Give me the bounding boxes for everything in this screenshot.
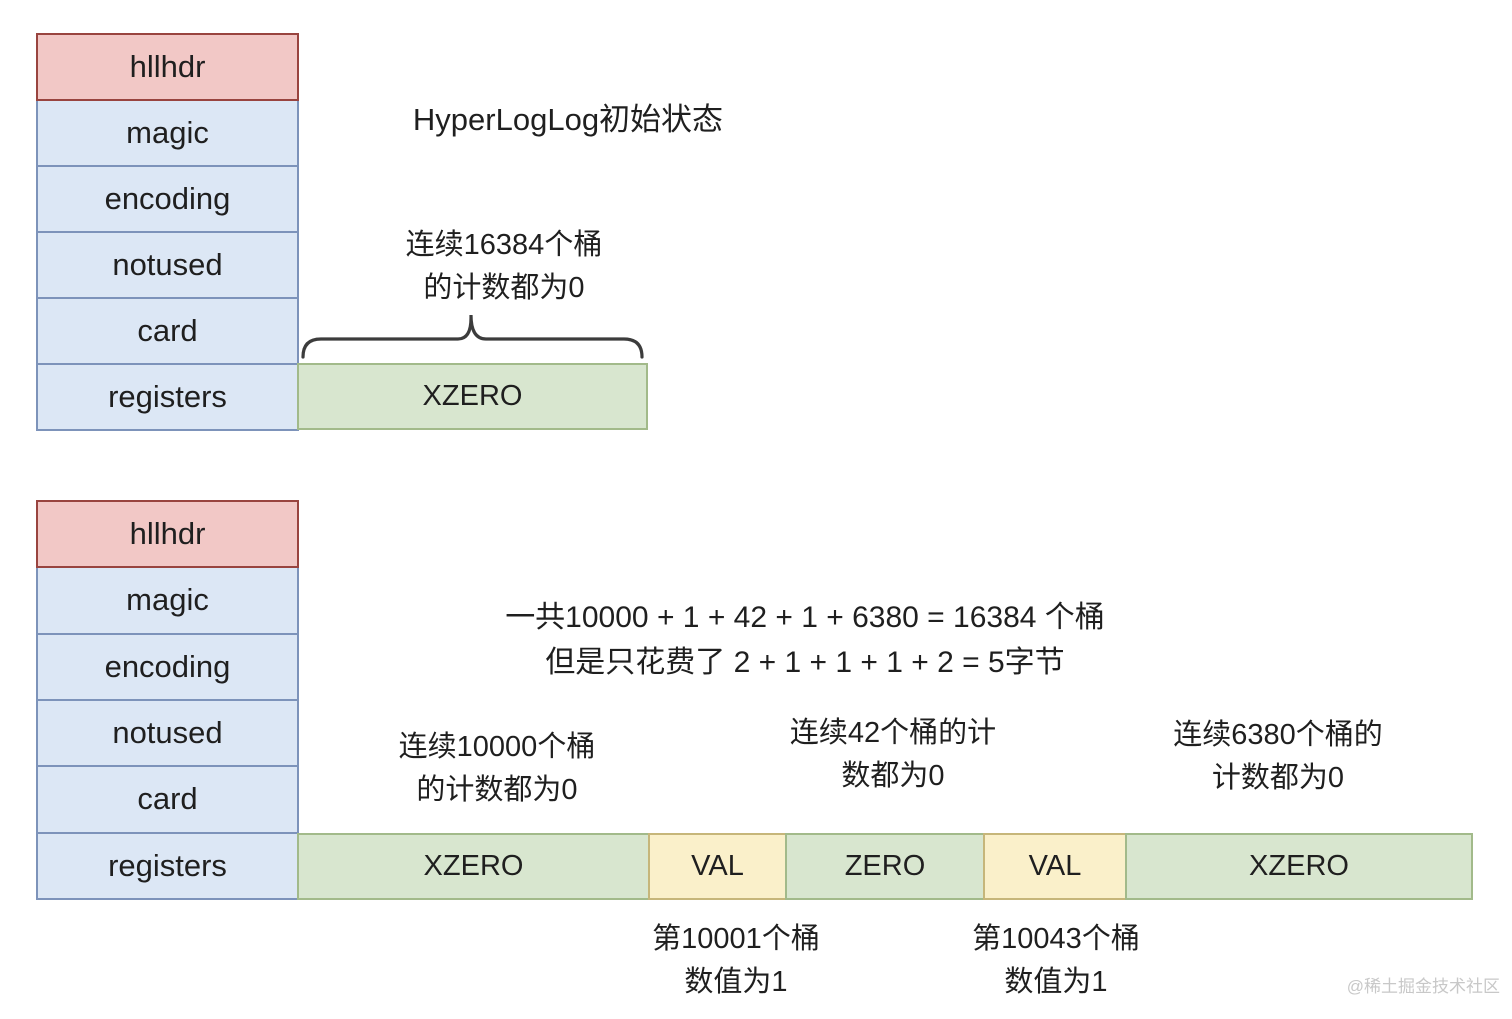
annotation-line: 连续6380个桶的 xyxy=(1173,719,1383,751)
row-label: card xyxy=(137,781,198,817)
cell-label: VAL xyxy=(691,850,744,882)
summary-line: 但是只花费了 2 + 1 + 1 + 1 + 2 = 5字节 xyxy=(545,646,1065,679)
bucket-label-line: 第10043个桶 xyxy=(972,923,1140,955)
row-label: hllhdr xyxy=(129,49,206,84)
annotation-line: 数都为0 xyxy=(841,760,945,792)
annotation-16384-buckets: 连续16384个桶 的计数都为0 xyxy=(354,224,654,310)
summary-line: 一共10000 + 1 + 42 + 1 + 6380 = 16384 个桶 xyxy=(505,601,1105,634)
registers-cell-xzero: XZERO xyxy=(297,363,648,430)
annotation-line: 的计数都为0 xyxy=(423,272,585,304)
bottom-struct-stack: hllhdr magic encoding notused card regis… xyxy=(36,500,299,900)
bottom-diagram: hllhdr magic encoding notused card regis… xyxy=(0,460,1512,1019)
bucket-label-line: 第10001个桶 xyxy=(652,923,820,955)
cell-label: VAL xyxy=(1028,850,1082,882)
top-diagram-title: HyperLogLog初始状态 xyxy=(412,102,724,137)
row-label: magic xyxy=(126,582,209,618)
annotation-line: 连续10000个桶 xyxy=(398,731,596,763)
bucket-label-line: 数值为1 xyxy=(684,966,788,998)
row-label: hllhdr xyxy=(129,516,206,552)
struct-row-notused: notused xyxy=(36,698,299,768)
struct-row-encoding: encoding xyxy=(36,632,299,701)
struct-row-magic: magic xyxy=(36,99,299,167)
curly-brace-icon xyxy=(301,314,644,359)
struct-row-card: card xyxy=(36,297,299,365)
row-label: card xyxy=(137,313,198,348)
watermark: @稀土掘金技术社区 xyxy=(1346,977,1500,996)
struct-row-hllhdr: hllhdr xyxy=(36,500,299,569)
top-diagram: hllhdr magic encoding notused card regis… xyxy=(0,0,1512,460)
struct-row-magic: magic xyxy=(36,566,299,635)
struct-row-encoding: encoding xyxy=(36,165,299,233)
registers-cell-val: VAL xyxy=(648,833,787,900)
annotation-10000-buckets: 连续10000个桶 的计数都为0 xyxy=(377,726,617,812)
cell-label: XZERO xyxy=(1249,850,1349,882)
annotation-line: 计数都为0 xyxy=(1211,762,1345,794)
registers-cell-xzero: XZERO xyxy=(297,833,650,900)
annotation-line: 连续16384个桶 xyxy=(405,229,603,261)
bottom-registers-cells: XZERO VAL ZERO VAL XZERO xyxy=(297,833,1473,900)
top-registers-cells: XZERO xyxy=(297,363,648,430)
struct-row-registers: registers xyxy=(36,831,299,900)
cell-label: XZERO xyxy=(422,380,523,412)
row-label: encoding xyxy=(104,648,231,684)
cell-label: XZERO xyxy=(423,850,524,882)
row-label: magic xyxy=(126,115,209,150)
struct-row-registers: registers xyxy=(36,363,299,431)
cell-label: ZERO xyxy=(844,850,926,882)
annotation-6380-buckets: 连续6380个桶的 计数都为0 xyxy=(1148,714,1408,800)
registers-cell-xzero: XZERO xyxy=(1125,833,1473,900)
bucket-label-line: 数值为1 xyxy=(1004,966,1108,998)
bucket-label-10043: 第10043个桶 数值为1 xyxy=(936,918,1176,1004)
row-label: registers xyxy=(108,379,227,414)
top-struct-stack: hllhdr magic encoding notused card regis… xyxy=(36,33,299,431)
registers-cell-zero: ZERO xyxy=(785,833,985,900)
annotation-line: 连续42个桶的计 xyxy=(789,717,997,749)
annotation-42-buckets: 连续42个桶的计 数都为0 xyxy=(768,712,1018,798)
row-label: registers xyxy=(108,847,227,883)
summary-text: 一共10000 + 1 + 42 + 1 + 6380 = 16384 个桶 但… xyxy=(450,595,1160,685)
annotation-line: 的计数都为0 xyxy=(416,774,578,806)
registers-cell-val: VAL xyxy=(983,833,1127,900)
bucket-label-10001: 第10001个桶 数值为1 xyxy=(616,918,856,1004)
row-label: notused xyxy=(112,715,223,751)
struct-row-card: card xyxy=(36,765,299,834)
struct-row-hllhdr: hllhdr xyxy=(36,33,299,101)
row-label: notused xyxy=(112,247,223,282)
row-label: encoding xyxy=(104,181,231,216)
struct-row-notused: notused xyxy=(36,231,299,299)
